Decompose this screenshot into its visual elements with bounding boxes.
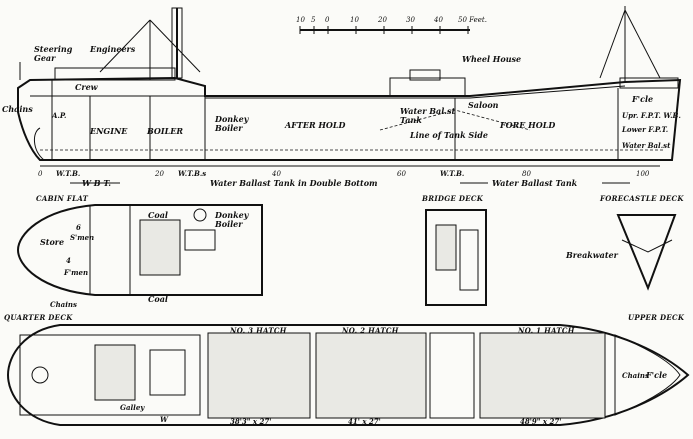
rudder xyxy=(34,127,45,161)
hatch-no-3-name: NO. 3 HATCH xyxy=(229,326,287,335)
hatch-no-1 xyxy=(479,332,606,419)
hatch-no-1-size: 48'9" x 27' xyxy=(520,417,561,426)
label-wtb-1: W.T.B. xyxy=(56,169,80,178)
cabin-chains: Chains xyxy=(50,300,77,309)
upper-deck-hull xyxy=(6,324,690,426)
cabin-6: 6 xyxy=(76,223,81,232)
label-engineers: Engineers xyxy=(89,44,136,54)
scale-tick: 50 Feet. xyxy=(458,16,487,24)
label-wbt-fore: Water Ballast Tank xyxy=(492,178,578,188)
scale-tick: 30 xyxy=(406,16,415,24)
frame-number: 100 xyxy=(636,170,650,178)
bridge-deck-title: BRIDGE DECK xyxy=(421,194,484,203)
bridge-deck-area xyxy=(429,332,475,419)
label-upper-fpt: Upr. F.P.T. W.B. xyxy=(622,111,681,120)
cabin-4: 4 xyxy=(66,256,71,265)
donkey-boiler-circle xyxy=(193,208,207,222)
label-lower-fpt: Lower F.P.T. xyxy=(621,125,668,134)
hatch-no-2-name: NO. 2 HATCH xyxy=(341,326,399,335)
hatch-no-3 xyxy=(207,332,311,419)
label-wbt-double-bottom: Water Ballast Tank in Double Bottom xyxy=(210,178,378,188)
label-crew: Crew xyxy=(75,82,99,92)
cabin-store: Store xyxy=(40,237,64,247)
forecastle-outline xyxy=(616,214,677,291)
cabin-flat-plan: CABIN FLAT Store 6 S'men 4 F'men Chains … xyxy=(16,194,263,309)
label-line-of-tank-side: Line of Tank Side xyxy=(409,130,488,140)
label-wtb-3: W.T.B. xyxy=(440,169,464,178)
label-chains: Chains xyxy=(2,104,33,114)
label-engine: ENGINE xyxy=(89,126,128,136)
scale-tick: 40 xyxy=(433,16,443,24)
label-fore-hold: FORE HOLD xyxy=(499,120,555,130)
scale-tick: 10 xyxy=(350,16,359,24)
cabin-flat-hull xyxy=(16,204,263,296)
quarter-galley: Galley xyxy=(120,403,145,412)
label-ap: A.P. xyxy=(51,111,66,120)
forecastle-breakwater: Breakwater xyxy=(565,250,619,260)
frame-number: 60 xyxy=(397,170,406,178)
upper-deck-plan: QUARTER DECK UPPER DECK NO. 3 HATCH NO. … xyxy=(4,313,690,426)
frame-number: 80 xyxy=(522,170,531,178)
scale-tick: 10 xyxy=(296,16,305,24)
quarter-deck-title: QUARTER DECK xyxy=(4,313,73,322)
frame-number: 20 xyxy=(154,170,164,178)
label-after-hold: AFTER HOLD xyxy=(284,120,346,130)
label-wtb-2: W.T.B.s xyxy=(178,169,206,178)
bridge-deck-plan: BRIDGE DECK xyxy=(421,194,487,306)
frame-number: 0 xyxy=(38,170,43,178)
upper-chains: Chains xyxy=(622,371,649,380)
wheel-house-box xyxy=(409,69,441,81)
label-wheel-house: Wheel House xyxy=(462,54,521,64)
forecastle-deck-plan: FORECASTLE DECK Breakwater xyxy=(565,194,684,291)
bridge-deck-outline xyxy=(425,209,487,306)
poop-deck-area xyxy=(19,334,201,416)
upper-fcle: F'cle xyxy=(645,370,667,380)
cabin-fmen: F'men xyxy=(63,268,88,277)
label-water-bal: Water Bal.st xyxy=(622,141,671,150)
label-boiler: BOILER xyxy=(146,126,183,136)
frame-number: 40 xyxy=(271,170,281,178)
hatch-no-1-name: NO. 1 HATCH xyxy=(517,326,575,335)
poop-house xyxy=(54,67,176,81)
hull-outline xyxy=(17,76,682,161)
bridge-house xyxy=(389,77,466,97)
boiler-casing xyxy=(139,219,181,276)
hatch-no-2 xyxy=(315,332,427,419)
forecastle-deck-title: FORECASTLE DECK xyxy=(599,194,684,203)
hatch-no-3-size: 38'3" x 27' xyxy=(230,417,271,426)
scale-bar: 10 5 0 10 20 30 40 50 Feet. xyxy=(296,16,487,34)
scale-tick: 5 xyxy=(311,16,316,24)
quarter-w: W xyxy=(160,415,169,424)
scale-tick: 0 xyxy=(325,16,330,24)
cabin-coal-bottom: Coal xyxy=(148,294,168,304)
label-saloon: Saloon xyxy=(468,100,499,110)
upper-deck-title: UPPER DECK xyxy=(628,313,685,322)
cabin-coal-top: Coal xyxy=(148,210,168,220)
cabin-smen: S'men xyxy=(70,233,94,242)
label-fcle: F'cle xyxy=(631,94,653,104)
hatch-no-2-size: 41' x 27' xyxy=(348,417,381,426)
cabin-flat-title: CABIN FLAT xyxy=(36,194,89,203)
scale-tick: 20 xyxy=(377,16,387,24)
